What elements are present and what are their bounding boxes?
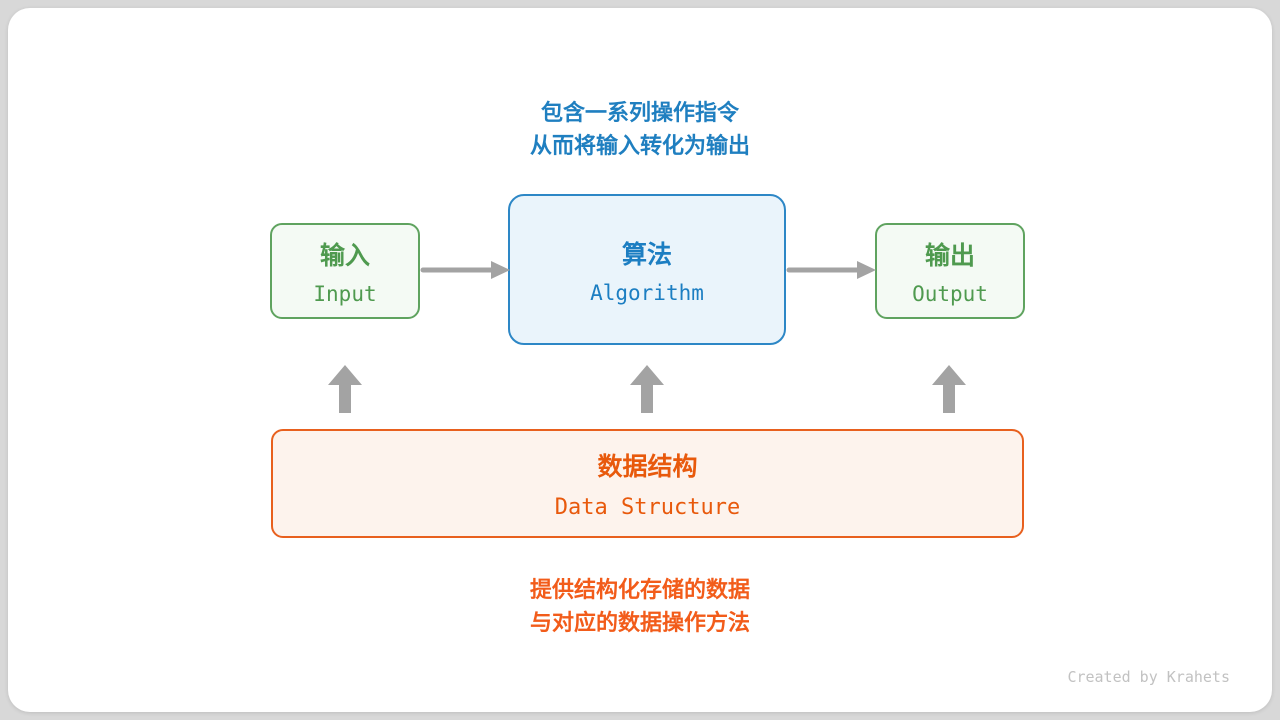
algorithm-note-line-1: 包含一系列操作指令 — [540, 100, 739, 125]
data-structure-node-title: 数据结构 — [597, 453, 698, 481]
algorithm-node-subtitle: Algorithm — [590, 280, 704, 305]
data-structure-note-line-1: 提供结构化存储的数据 — [529, 577, 750, 602]
input-node-title: 输入 — [319, 242, 370, 270]
data-structure-node-subtitle: Data Structure — [554, 495, 741, 520]
algorithm-node: 算法 Algorithm — [508, 194, 786, 345]
arrow-algorithm-to-output-icon — [786, 261, 876, 279]
output-node-subtitle: Output — [912, 282, 988, 306]
input-node: 输入 Input — [270, 223, 420, 319]
diagram-card: 包含一系列操作指令 从而将输入转化为输出 输入 Input 算法 Algorit… — [8, 8, 1272, 712]
data-structure-description-note: 提供结构化存储的数据 与对应的数据操作方法 — [8, 573, 1272, 639]
algorithm-description-note: 包含一系列操作指令 从而将输入转化为输出 — [8, 96, 1272, 162]
output-node: 输出 Output — [875, 223, 1025, 319]
output-node-title: 输出 — [924, 242, 975, 270]
credit-text: Created by Krahets — [1067, 668, 1230, 686]
arrow-input-to-algorithm-icon — [420, 261, 510, 279]
algorithm-note-line-2: 从而将输入转化为输出 — [529, 133, 750, 158]
data-structure-note-line-2: 与对应的数据操作方法 — [529, 610, 750, 635]
up-arrow-to-input-icon — [328, 365, 362, 413]
data-structure-node: 数据结构 Data Structure — [271, 429, 1024, 538]
input-node-subtitle: Input — [313, 282, 377, 306]
up-arrow-to-algorithm-icon — [630, 365, 664, 413]
algorithm-node-title: 算法 — [621, 240, 672, 269]
up-arrow-to-output-icon — [932, 365, 966, 413]
